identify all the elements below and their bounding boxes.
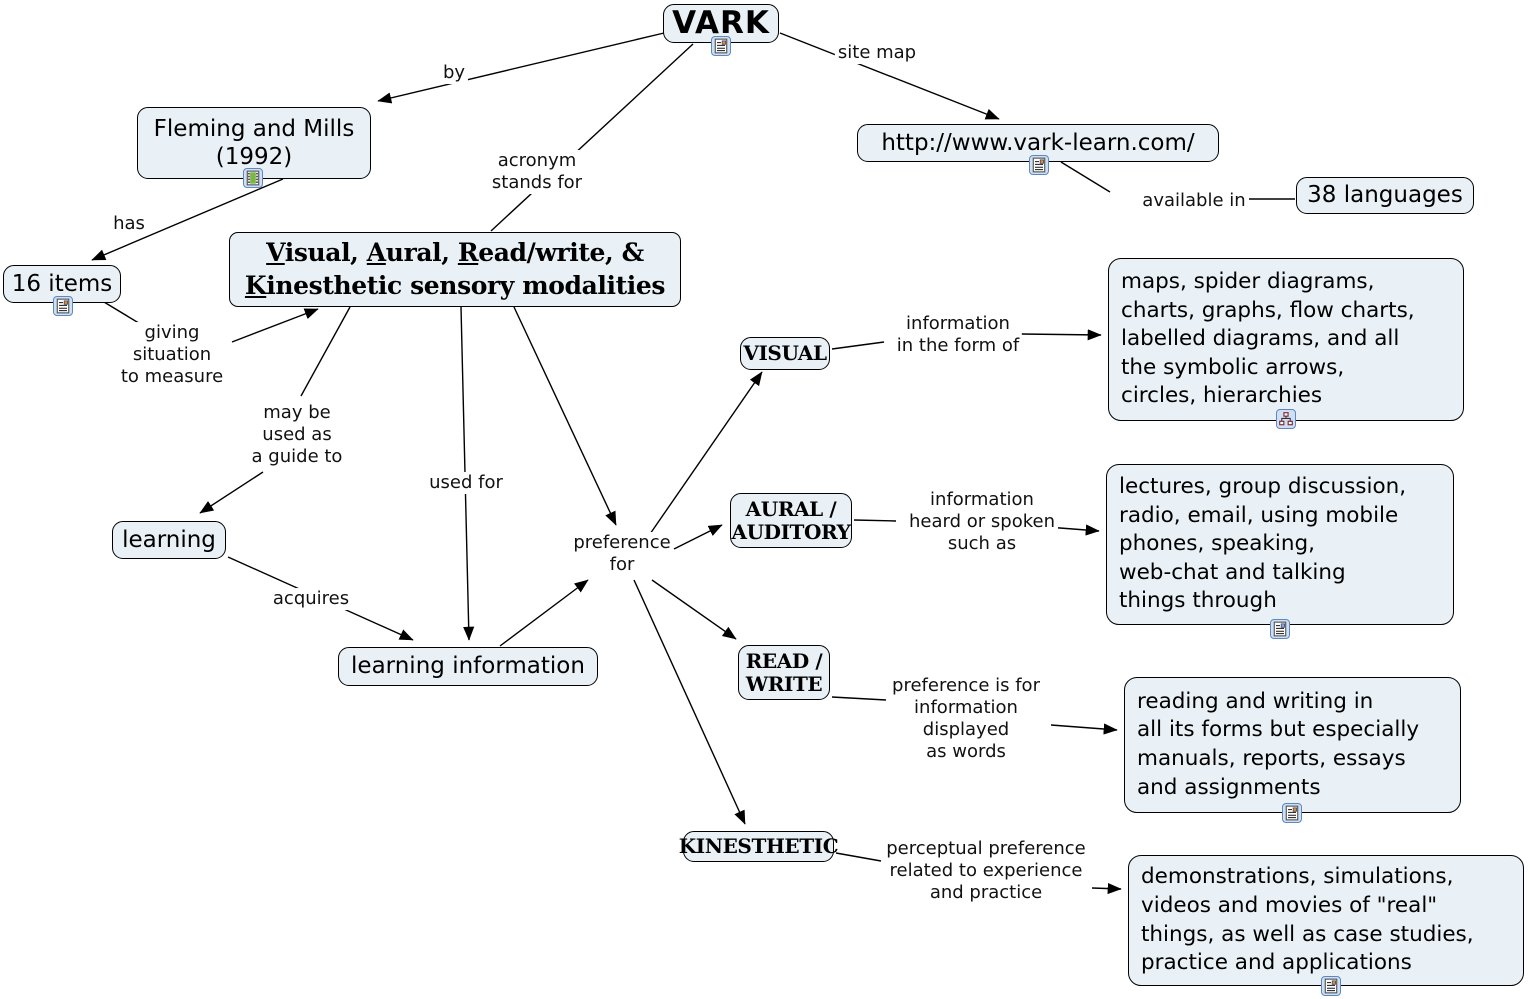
document-image-icon[interactable] xyxy=(53,296,73,316)
link-label-preference-words: preference is for information displayed … xyxy=(889,675,1043,763)
node-visual[interactable]: VISUAL xyxy=(740,337,830,370)
node-vark-learn-url[interactable]: http://www.vark-learn.com/ xyxy=(857,124,1219,162)
link-label-used-for: used for xyxy=(426,472,506,494)
video-icon[interactable] xyxy=(243,168,263,188)
link-label-information-form: information in the form of xyxy=(893,313,1023,357)
node-visual-examples[interactable]: maps, spider diagrams, charts, graphs, f… xyxy=(1108,258,1464,421)
link-label-site-map: site map xyxy=(834,42,920,64)
node-read-write-examples[interactable]: reading and writing in all its forms but… xyxy=(1124,677,1461,813)
link-label-perceptual-preference: perceptual preference related to experie… xyxy=(883,838,1089,904)
document-image-icon[interactable] xyxy=(1029,155,1049,175)
node-sensory-modalities[interactable]: Visual, Aural, Read/write, & Kinesthetic… xyxy=(229,232,681,307)
concept-map-icon[interactable] xyxy=(1276,409,1296,429)
link-label-information-heard: information heard or spoken such as xyxy=(906,489,1058,555)
node-38-languages[interactable]: 38 languages xyxy=(1296,177,1474,214)
node-learning-information[interactable]: learning information xyxy=(338,647,598,686)
link-label-available-in: available in xyxy=(1139,190,1249,212)
node-learning[interactable]: learning xyxy=(112,521,226,559)
link-label-by: by xyxy=(439,62,469,84)
link-label-has: has xyxy=(110,213,148,235)
node-kinesthetic-examples[interactable]: demonstrations, simulations, videos and … xyxy=(1128,855,1524,986)
node-fleming-and-mills[interactable]: Fleming and Mills (1992) xyxy=(137,107,371,179)
link-label-giving-situation: giving situation to measure xyxy=(117,322,227,388)
link-label-acquires: acquires xyxy=(269,588,353,610)
document-image-icon[interactable] xyxy=(711,36,731,56)
node-aural-auditory[interactable]: AURAL / AUDITORY xyxy=(730,493,852,548)
node-aural-examples[interactable]: lectures, group discussion, radio, email… xyxy=(1106,464,1454,625)
link-label-preference-for: preference for xyxy=(570,532,674,576)
node-kinesthetic[interactable]: KINESTHETIC xyxy=(679,831,839,862)
document-image-icon[interactable] xyxy=(1270,619,1290,639)
document-image-icon[interactable] xyxy=(1321,976,1341,996)
node-read-write[interactable]: READ / WRITE xyxy=(738,645,830,700)
link-label-acronym-stands-for: acronym stands for xyxy=(488,150,586,194)
document-image-icon[interactable] xyxy=(1282,803,1302,823)
node-vark[interactable]: VARK xyxy=(663,4,779,43)
link-label-may-be-used: may be used as a guide to xyxy=(248,402,346,468)
